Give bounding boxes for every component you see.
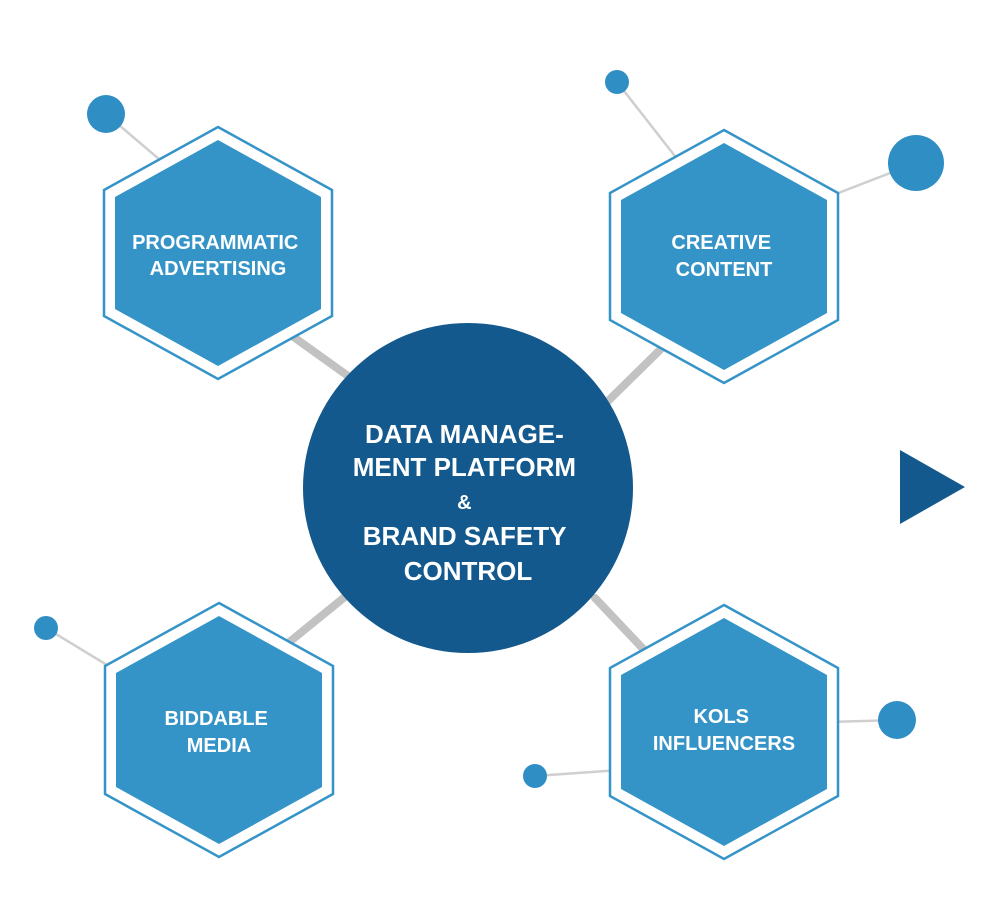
satellite-dot-kols-left (523, 764, 547, 788)
center-hub: DATA MANAGE- MENT PLATFORM & BRAND SAFET… (303, 323, 633, 653)
hex-label-line: CREATIVE (671, 232, 771, 254)
hex-label-line: KOLS (693, 706, 749, 728)
hex-fill (115, 140, 321, 366)
satellite-dot-biddable (34, 616, 58, 640)
hex-label-line: INFLUENCERS (653, 733, 795, 755)
satellite-line-kols-left (534, 768, 621, 778)
connector-creative (602, 338, 672, 407)
satellite-line-biddable (45, 626, 113, 670)
satellite-dots (34, 70, 944, 788)
hex-label-line: ADVERTISING (150, 258, 287, 280)
hex-node-creative-content: CREATIVE CONTENT (608, 128, 840, 385)
satellite-dot-programmatic (87, 95, 125, 133)
center-label-line: MENT PLATFORM (353, 452, 576, 482)
center-label-line: DATA MANAGE- (365, 419, 564, 449)
connector-biddable (278, 592, 350, 652)
svg-text:DATA MANAGE- MENT PLATFO: DATA MANAGE- MENT PLATFORM & BRAND SAFET… (353, 419, 584, 586)
hex-fill (621, 143, 827, 370)
svg-text:PROGRAMMATIC ADVERTISING: PROGRAMMATIC ADVERTISING (132, 232, 304, 280)
hex-node-kols-influencers: KOLS INFLUENCERS (608, 603, 840, 861)
hex-label-line: MEDIA (187, 735, 251, 757)
hex-label-line: PROGRAMMATIC (132, 232, 298, 254)
hex-fill (621, 618, 827, 846)
connector-kols (591, 594, 652, 658)
svg-text:BIDDABLE MEDIA: BIDDABLE MEDIA (165, 708, 274, 757)
satellite-dot-kols-right (878, 701, 916, 739)
hex-fill (116, 616, 322, 844)
hex-node-programmatic-advertising: PROGRAMMATIC ADVERTISING (102, 125, 334, 381)
svg-text:KOLS INFLUENCERS: KOLS INFLUENCERS (653, 706, 795, 755)
hex-label-line: CONTENT (676, 259, 773, 281)
center-label-line: CONTROL (404, 556, 533, 586)
hex-node-biddable-media: BIDDABLE MEDIA (103, 601, 335, 859)
satellite-dot-creative-small (605, 70, 629, 94)
satellite-dot-creative-large (888, 135, 944, 191)
center-label-line: BRAND SAFETY (363, 521, 566, 551)
center-label-line: & (457, 492, 471, 514)
center-circle (303, 323, 633, 653)
satellite-line-creative-small (616, 81, 679, 161)
svg-text:CREATIVE CONTENT: CREATIVE CONTENT (671, 232, 776, 281)
next-arrow-icon (900, 450, 965, 524)
hex-label-line: BIDDABLE (165, 708, 268, 730)
